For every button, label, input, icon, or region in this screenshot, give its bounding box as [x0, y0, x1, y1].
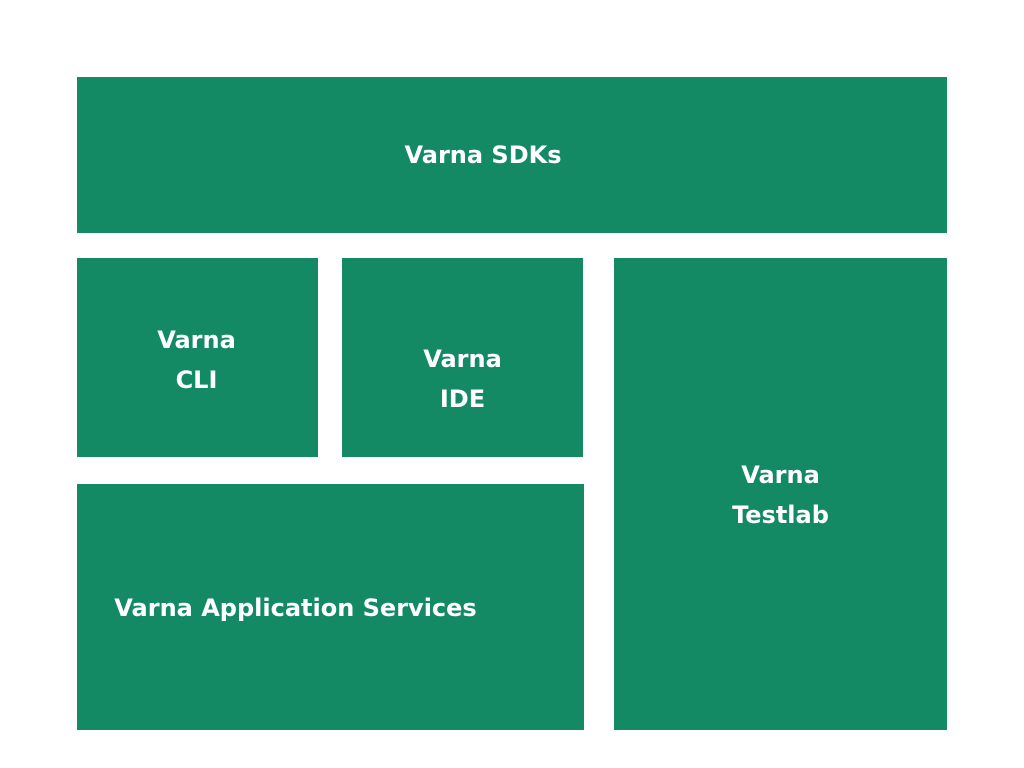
varna-cli-block: Varna CLI: [77, 258, 318, 457]
varna-testlab-block: Varna Testlab: [614, 258, 947, 730]
varna-application-services-block: Varna Application Services: [77, 484, 584, 730]
varna-cli-line2: CLI: [175, 365, 218, 394]
varna-testlab-line2: Testlab: [732, 501, 829, 529]
varna-testlab-label: Varna Testlab: [732, 455, 829, 535]
varna-ide-line2: IDE: [439, 384, 486, 413]
varna-sdks-text: Varna SDKs: [404, 141, 562, 169]
varna-ide-block: Varna IDE: [342, 258, 583, 457]
varna-application-services-label: Varna Application Services: [114, 588, 476, 628]
varna-sdks-block: Varna SDKs: [77, 77, 947, 233]
varna-sdks-label: Varna SDKs: [404, 135, 561, 175]
varna-ide-line1: Varna: [423, 344, 502, 373]
varna-testlab-line1: Varna: [741, 461, 820, 489]
varna-cli-label: Varna CLI: [157, 320, 236, 400]
varna-application-services-text: Varna Application Services: [114, 594, 477, 622]
varna-cli-line1: Varna: [157, 325, 236, 354]
varna-ide-label: Varna IDE: [423, 339, 502, 419]
